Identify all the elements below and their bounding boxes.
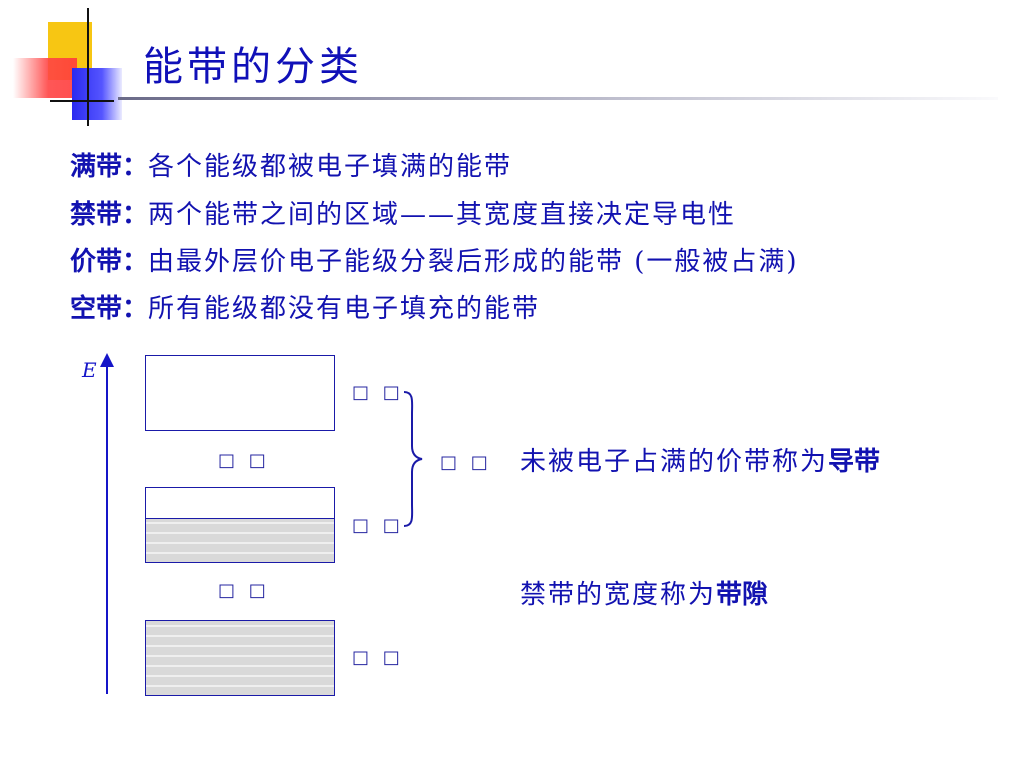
- logo-blue-square: [72, 68, 122, 120]
- note-text: 未被电子占满的价带称为: [520, 447, 829, 477]
- energy-axis-arrow-icon: [100, 353, 114, 367]
- title-underline: [118, 97, 998, 100]
- definition-text: 所有能级都没有电子填充的能带: [148, 294, 541, 324]
- definition-term: 空带：: [70, 294, 149, 324]
- logo-vertical-line: [87, 8, 89, 126]
- definition-text: 各个能级都被电子填满的能带: [148, 152, 513, 182]
- label-top-right: □ □: [352, 382, 404, 403]
- partial-band-filled-region: [146, 518, 334, 562]
- definition-text: 两个能带之间的区域——其宽度直接决定导电性: [148, 200, 737, 230]
- energy-axis-label: E: [82, 358, 97, 382]
- empty-band-box: [145, 355, 335, 431]
- label-gap-upper: □ □: [218, 450, 270, 471]
- definition-term: 价带：: [70, 247, 149, 277]
- definition-text: 由最外层价电子能级分裂后形成的能带 (一般被占满): [148, 247, 799, 277]
- slide-title: 能带的分类: [143, 44, 363, 90]
- note-highlight: 导带: [828, 447, 881, 477]
- logo-horizontal-line: [50, 100, 114, 102]
- logo-red-square: [13, 58, 77, 98]
- label-mid-right: □ □: [352, 515, 404, 536]
- definition-empty-band: 空带：所有能级都没有电子填充的能带: [70, 288, 540, 325]
- note-highlight: 带隙: [716, 580, 769, 610]
- curly-brace-icon: [403, 391, 423, 527]
- full-band-box: [145, 620, 335, 696]
- energy-axis: [106, 364, 108, 694]
- label-bottom-right: □ □: [352, 647, 404, 668]
- label-gap-lower: □ □: [218, 580, 270, 601]
- note-band-gap: 禁带的宽度称为带隙: [520, 574, 768, 611]
- definition-full-band: 满带：各个能级都被电子填满的能带: [70, 146, 512, 183]
- partial-band-box: [145, 487, 335, 563]
- definition-term: 禁带：: [70, 200, 149, 230]
- definition-term: 满带：: [70, 152, 149, 182]
- note-text: 禁带的宽度称为: [520, 580, 717, 610]
- label-brace: □ □: [440, 452, 492, 473]
- definition-valence-band: 价带：由最外层价电子能级分裂后形成的能带 (一般被占满): [70, 241, 799, 278]
- note-conduction-band: 未被电子占满的价带称为导带: [520, 441, 880, 478]
- definition-forbidden-band: 禁带：两个能带之间的区域——其宽度直接决定导电性: [70, 194, 736, 231]
